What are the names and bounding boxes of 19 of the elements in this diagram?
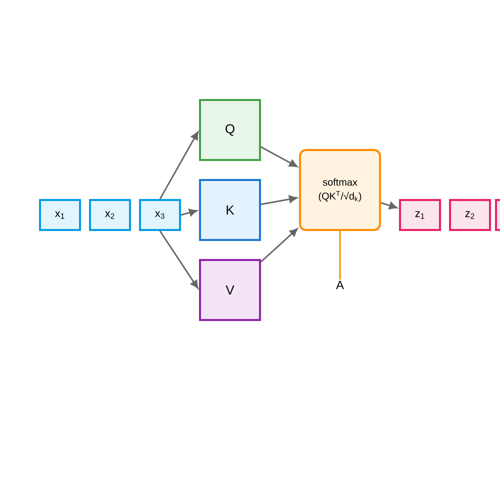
token-box: x$_{1}$ (39, 199, 81, 231)
arrow (260, 146, 298, 168)
arrow (159, 132, 198, 200)
connector-line (339, 231, 341, 280)
token-box: x$_{3}$ (139, 199, 181, 231)
partial-box (495, 199, 500, 231)
value-box: V (199, 259, 261, 321)
arrow (180, 208, 198, 216)
arrow (260, 195, 298, 206)
token-box: x$_{2}$ (89, 199, 131, 231)
token-box: z$_{1}$ (399, 199, 441, 231)
query-box: Q (199, 99, 261, 161)
arrow (380, 202, 398, 210)
arrow (159, 230, 198, 289)
matrix-label: A (336, 280, 344, 290)
key-box: K (199, 179, 261, 241)
token-box: z$_{2}$ (449, 199, 491, 231)
arrow (260, 228, 298, 262)
softmax-box: softmax (QK$^{T}$/√d$_{k}$) (299, 149, 381, 231)
